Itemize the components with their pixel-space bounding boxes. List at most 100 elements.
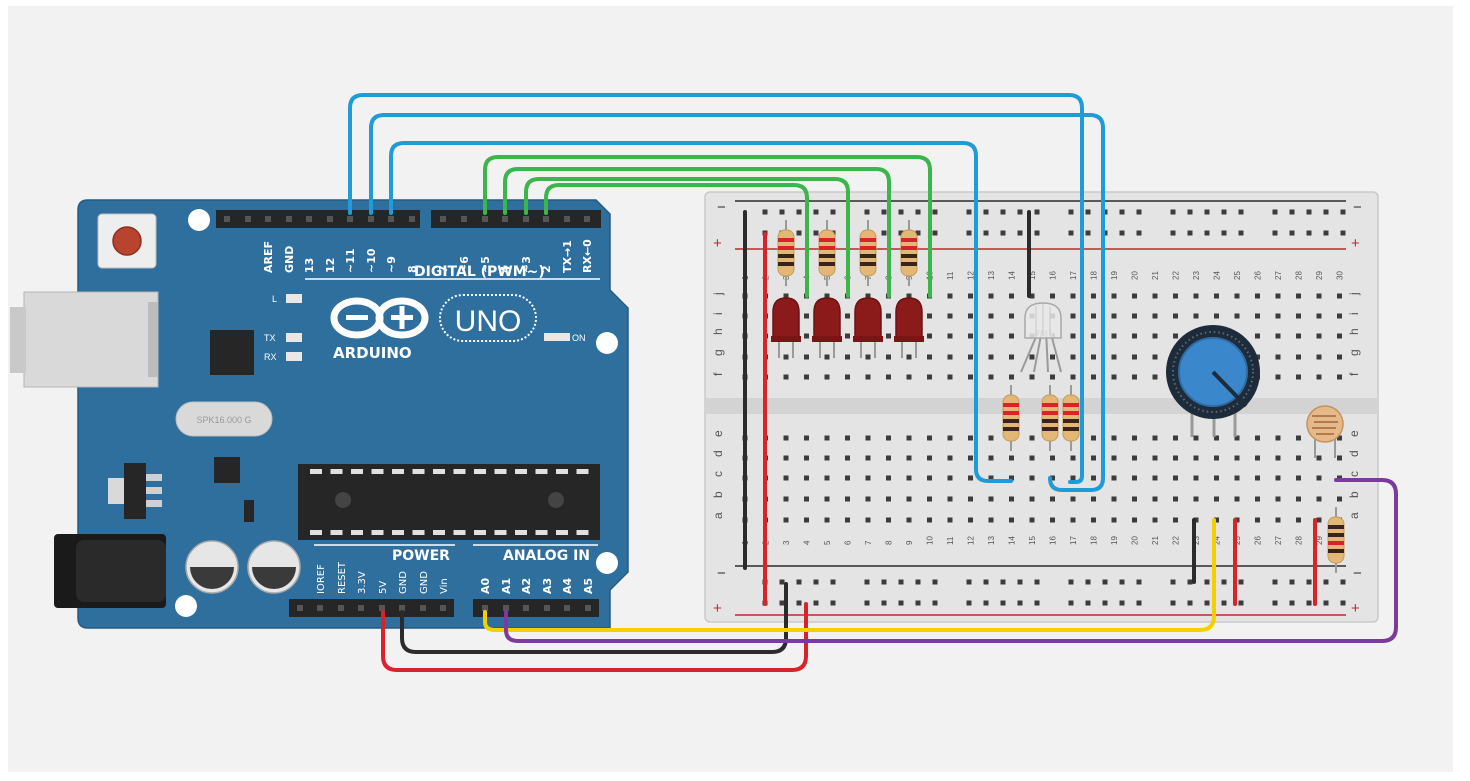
rail-hole[interactable]	[881, 579, 887, 585]
breadboard-hole[interactable]	[988, 496, 994, 502]
rail-hole[interactable]	[779, 579, 785, 585]
rail-hole[interactable]	[1034, 579, 1040, 585]
breadboard-hole[interactable]	[1132, 475, 1137, 481]
breadboard-hole[interactable]	[1316, 354, 1322, 360]
header-pin[interactable]	[224, 216, 230, 222]
breadboard-hole[interactable]	[1296, 374, 1301, 380]
breadboard-hole[interactable]	[886, 496, 891, 502]
breadboard-hole[interactable]	[1070, 354, 1076, 360]
rail-hole[interactable]	[796, 600, 802, 606]
header-pin[interactable]	[338, 605, 344, 611]
rail-hole[interactable]	[1272, 230, 1278, 236]
breadboard-hole[interactable]	[1070, 517, 1076, 523]
breadboard-hole[interactable]	[865, 496, 871, 502]
rail-hole[interactable]	[1170, 209, 1176, 215]
breadboard-hole[interactable]	[1029, 354, 1035, 360]
breadboard-hole[interactable]	[845, 333, 850, 339]
breadboard-hole[interactable]	[1050, 517, 1055, 523]
rail-hole[interactable]	[830, 579, 836, 585]
breadboard-hole[interactable]	[947, 455, 953, 461]
wire-green-pin5[interactable]	[483, 155, 932, 298]
wire-yellow-a0[interactable]	[483, 518, 1216, 632]
breadboard-hole[interactable]	[824, 455, 830, 461]
breadboard-hole[interactable]	[947, 435, 953, 441]
rail-hole[interactable]	[898, 230, 904, 236]
rail-hole[interactable]	[1170, 600, 1176, 606]
rail-hole[interactable]	[1204, 600, 1210, 606]
breadboard-hole[interactable]	[1091, 313, 1096, 319]
rail-hole[interactable]	[762, 209, 768, 215]
rail-hole[interactable]	[1340, 209, 1346, 215]
breadboard-hole[interactable]	[1091, 354, 1096, 360]
header-pin[interactable]	[420, 605, 426, 611]
breadboard-hole[interactable]	[1152, 374, 1158, 380]
rail-hole[interactable]	[1187, 600, 1193, 606]
breadboard-hole[interactable]	[1132, 374, 1137, 380]
header-pin[interactable]	[482, 605, 488, 611]
header-pin[interactable]	[265, 216, 271, 222]
rail-hole[interactable]	[983, 209, 989, 215]
breadboard-hole[interactable]	[1296, 293, 1301, 299]
header-pin[interactable]	[388, 216, 394, 222]
breadboard-hole[interactable]	[783, 496, 789, 502]
header-pin[interactable]	[306, 216, 312, 222]
rail-hole[interactable]	[1323, 230, 1329, 236]
breadboard-hole[interactable]	[947, 496, 953, 502]
wire-green-pin3[interactable]	[524, 177, 850, 298]
breadboard-hole[interactable]	[927, 374, 932, 380]
breadboard-hole[interactable]	[865, 293, 871, 299]
header-pin[interactable]	[368, 216, 374, 222]
breadboard-hole[interactable]	[927, 354, 932, 360]
breadboard-hole[interactable]	[947, 293, 953, 299]
breadboard-hole[interactable]	[1214, 475, 1219, 481]
breadboard-hole[interactable]	[886, 333, 891, 339]
breadboard-hole[interactable]	[927, 455, 932, 461]
photoresistor[interactable]	[1306, 405, 1344, 458]
breadboard-hole[interactable]	[824, 374, 830, 380]
breadboard-hole[interactable]	[845, 517, 850, 523]
breadboard-hole[interactable]	[1091, 374, 1096, 380]
header-pin[interactable]	[523, 216, 529, 222]
breadboard-hole[interactable]	[988, 333, 994, 339]
breadboard-hole[interactable]	[1214, 313, 1219, 319]
breadboard-hole[interactable]	[1111, 496, 1117, 502]
breadboard-hole[interactable]	[804, 333, 809, 339]
resistor-rgb[interactable]	[1002, 385, 1020, 451]
breadboard-hole[interactable]	[906, 293, 912, 299]
breadboard-hole[interactable]	[968, 374, 973, 380]
breadboard-hole[interactable]	[1029, 374, 1035, 380]
breadboard-hole[interactable]	[1296, 435, 1301, 441]
breadboard-hole[interactable]	[783, 293, 789, 299]
breadboard-hole[interactable]	[1316, 313, 1322, 319]
breadboard-hole[interactable]	[804, 455, 809, 461]
breadboard-hole[interactable]	[845, 435, 850, 441]
header-pin[interactable]	[317, 605, 323, 611]
breadboard-hole[interactable]	[1214, 496, 1219, 502]
breadboard-hole[interactable]	[1316, 496, 1322, 502]
breadboard-hole[interactable]	[1275, 313, 1281, 319]
breadboard-hole[interactable]	[906, 354, 912, 360]
rail-hole[interactable]	[1068, 209, 1074, 215]
breadboard-hole[interactable]	[1152, 313, 1158, 319]
wire-black-gnd[interactable]	[400, 582, 788, 654]
rail-hole[interactable]	[813, 600, 819, 606]
rail-hole[interactable]	[1000, 230, 1006, 236]
header-pin[interactable]	[399, 605, 405, 611]
rail-hole[interactable]	[1340, 230, 1346, 236]
breadboard-hole[interactable]	[1337, 333, 1342, 339]
breadboard-hole[interactable]	[988, 293, 994, 299]
breadboard-hole[interactable]	[1173, 333, 1178, 339]
rail-hole[interactable]	[1034, 209, 1040, 215]
rail-hole[interactable]	[1238, 600, 1244, 606]
breadboard-hole[interactable]	[1152, 354, 1158, 360]
breadboard-hole[interactable]	[1316, 475, 1322, 481]
breadboard-hole[interactable]	[1337, 455, 1342, 461]
breadboard-hole[interactable]	[1132, 333, 1137, 339]
rail-hole[interactable]	[1323, 600, 1329, 606]
wire-green-pin2[interactable]	[544, 183, 809, 298]
breadboard-hole[interactable]	[1173, 293, 1178, 299]
resistor-rgb[interactable]	[1062, 385, 1080, 451]
resistor-rgb[interactable]	[1041, 385, 1059, 451]
breadboard-hole[interactable]	[1111, 475, 1117, 481]
